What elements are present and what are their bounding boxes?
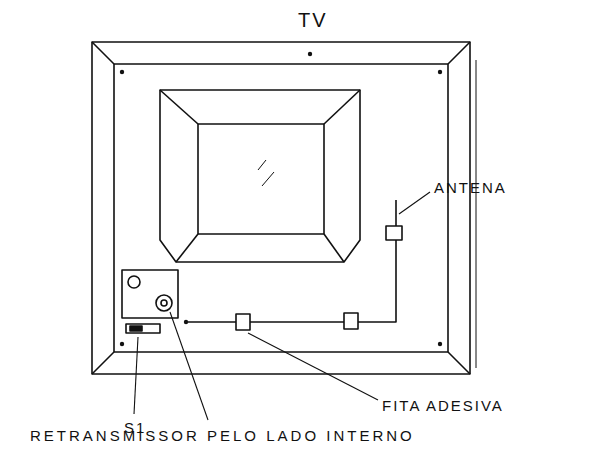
connector bbox=[161, 300, 167, 306]
antenna-wire bbox=[188, 200, 396, 322]
part-label: FITA ADESIVA bbox=[382, 398, 504, 413]
title-label: TV bbox=[298, 10, 328, 30]
adhesive-tape bbox=[236, 314, 250, 330]
tv-cabinet bbox=[92, 42, 470, 374]
screw-dots bbox=[120, 52, 442, 346]
adhesive-tape bbox=[386, 226, 402, 240]
crt-housing bbox=[160, 90, 360, 262]
part-label: ANTENA bbox=[434, 180, 507, 195]
adhesive-tape bbox=[344, 313, 358, 329]
switch-lever bbox=[130, 326, 142, 331]
back-panel bbox=[114, 64, 448, 352]
connector bbox=[156, 295, 172, 311]
leader-lines bbox=[134, 192, 430, 420]
part-label: RETRANSMISSOR PELO LADO INTERNO bbox=[30, 428, 415, 443]
retransmitter-box bbox=[122, 270, 178, 318]
switch-s1 bbox=[126, 324, 160, 333]
connector bbox=[128, 276, 140, 288]
crt-screen bbox=[198, 124, 324, 234]
